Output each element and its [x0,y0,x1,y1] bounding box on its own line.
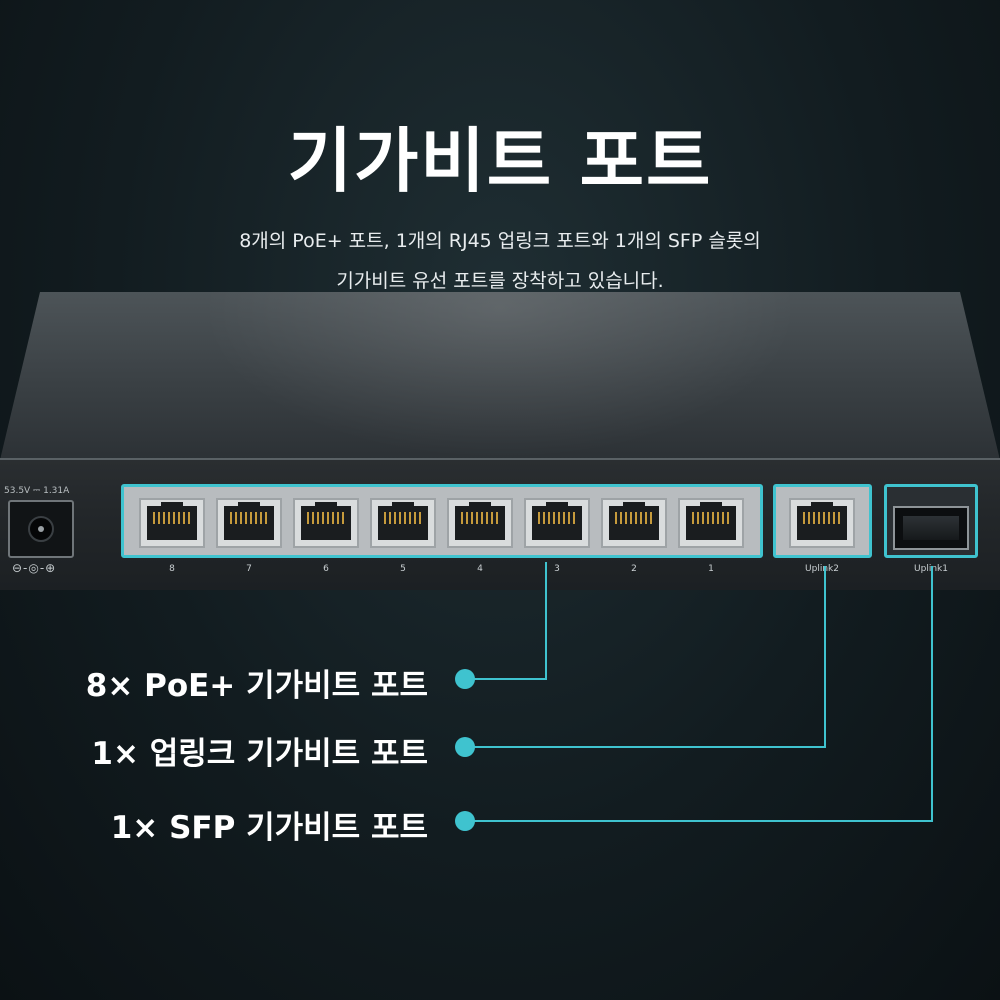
callout-line-poe-vertical [545,562,547,680]
callout-line-poe-horizontal [468,678,547,680]
polarity-icon: ⊖-◎-⊕ [12,561,57,575]
uplink-rj45-label: Uplink2 [805,564,839,574]
callout-dot-sfp [455,811,475,831]
poe-port-6 [293,498,359,548]
poe-port-8 [139,498,205,548]
port-number-3: 3 [554,564,560,574]
port-number-2: 2 [631,564,637,574]
port-number-6: 6 [323,564,329,574]
switch-top-panel [0,292,1000,460]
uplink-rj45-port [789,498,855,548]
callout-line-uplink-horizontal [468,746,826,748]
callout-label-uplink: 1× 업링크 기가비트 포트 [91,736,428,772]
uplink-sfp-label: Uplink1 [890,564,972,574]
poe-port-2 [601,498,667,548]
callout-line-uplink-vertical [824,566,826,748]
callout-label-sfp: 1× SFP 기가비트 포트 [110,810,428,846]
callout-label-poe: 8× PoE+ 기가비트 포트 [85,668,428,704]
port-number-8: 8 [169,564,175,574]
page-title: 기가비트 포트 [287,120,713,202]
sfp-slot [893,506,969,550]
poe-port-4 [447,498,513,548]
poe-port-7 [216,498,282,548]
power-jack-pin [38,526,44,532]
callout-line-sfp-vertical [931,566,933,822]
poe-port-5 [370,498,436,548]
callout-dot-poe [455,669,475,689]
callout-line-sfp-horizontal [468,820,933,822]
power-jack-hole [28,516,54,542]
subtitle-line-1: 8개의 PoE+ 포트, 1개의 RJ45 업링크 포트와 1개의 SFP 슬롯… [239,230,761,252]
poe-port-1 [678,498,744,548]
port-number-4: 4 [477,564,483,574]
port-number-1: 1 [708,564,714,574]
poe-port-3 [524,498,590,548]
power-rating-label: 53.5V ⎓ 1.31A [4,486,70,496]
callout-dot-uplink [455,737,475,757]
port-number-7: 7 [246,564,252,574]
port-number-5: 5 [400,564,406,574]
power-jack [8,500,74,558]
subtitle-line-2: 기가비트 유선 포트를 장착하고 있습니다. [336,270,664,292]
